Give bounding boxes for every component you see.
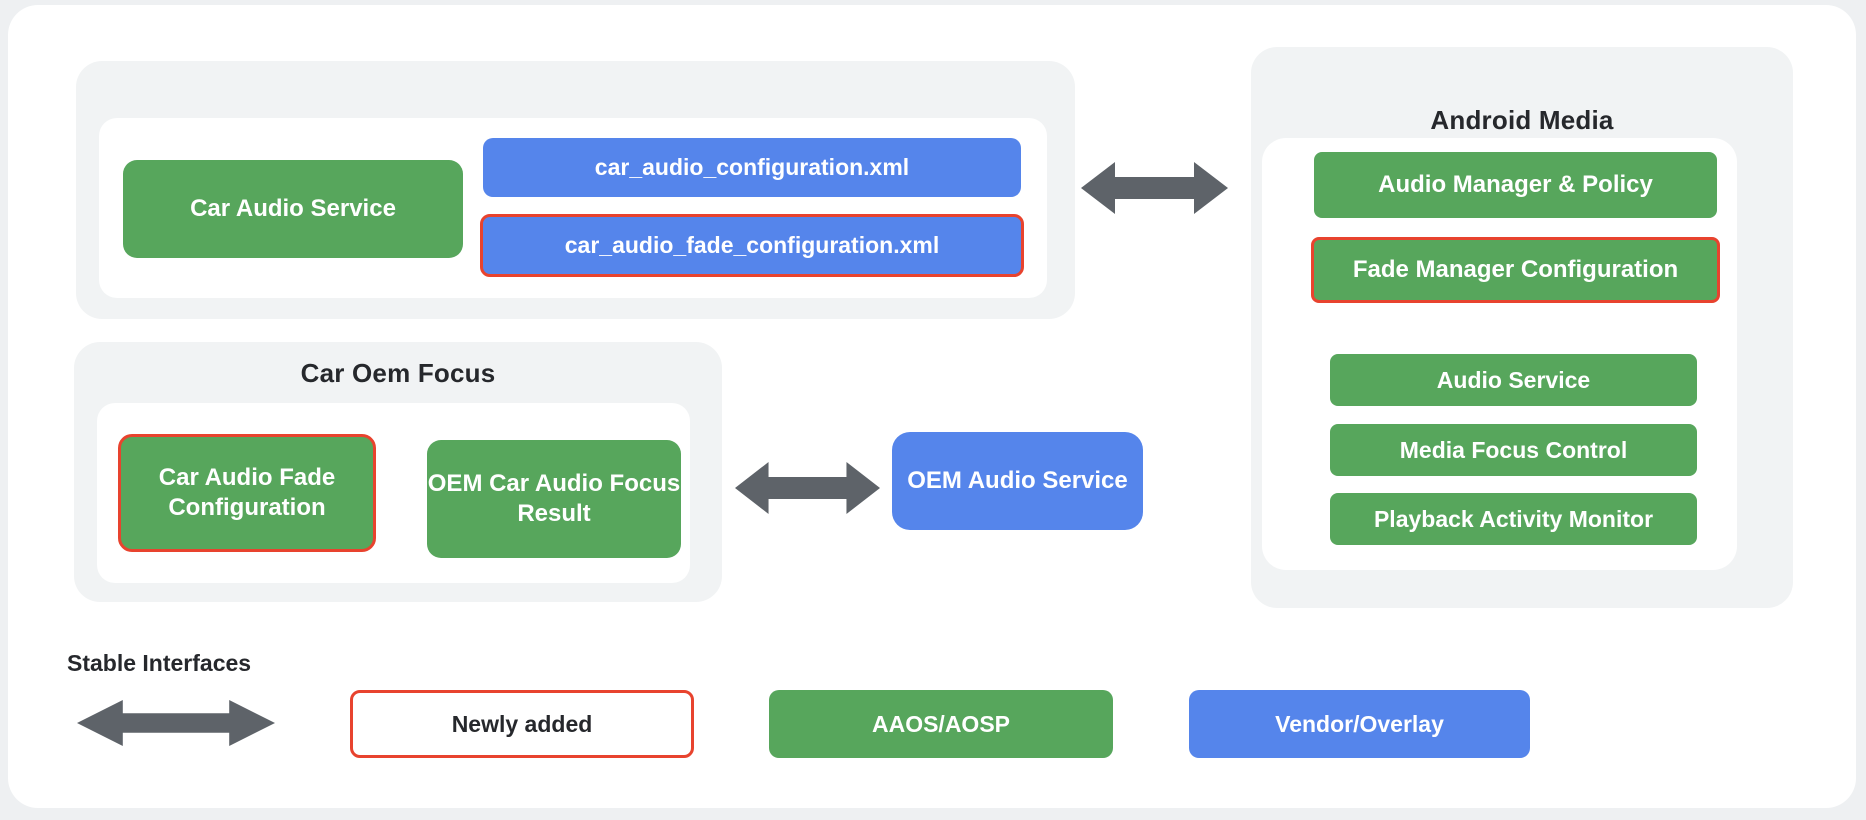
car-oem-focus-section: Car Oem Focus Car Audio Fade Configurati… (74, 342, 722, 602)
car-oem-focus-title: Car Oem Focus (300, 358, 496, 388)
car-service-section: Car Service Car Audio Service car_audio_… (76, 61, 1075, 319)
oem-car-audio-focus-result-box: OEM Car Audio Focus Result (427, 440, 681, 558)
car-oem-focus-oem-audio-service-arrow-icon (735, 462, 880, 514)
android-media-title: Android Media (1430, 105, 1614, 135)
legend-newly-added: Newly added (350, 690, 694, 758)
playback-activity-monitor-box: Playback Activity Monitor (1330, 493, 1697, 545)
car-oem-focus-inner-panel: Car Audio Fade Configuration OEM Car Aud… (97, 403, 690, 583)
media-focus-control-box: Media Focus Control (1330, 424, 1697, 476)
car-audio-configuration-xml-box: car_audio_configuration.xml (483, 138, 1021, 197)
stable-interfaces-arrow-icon (77, 700, 275, 746)
audio-service-box: Audio Service (1330, 354, 1697, 406)
car-service-android-media-arrow-icon (1081, 162, 1228, 214)
stable-interfaces-label: Stable Interfaces (67, 650, 252, 676)
oem-audio-service-box: OEM Audio Service (892, 432, 1143, 530)
car-audio-fade-configuration-xml-box: car_audio_fade_configuration.xml (480, 214, 1024, 277)
legend-aaos-aosp: AAOS/AOSP (769, 690, 1113, 758)
android-media-inner-panel: Audio Manager & Policy Fade Manager Conf… (1262, 138, 1737, 570)
android-media-section: Android Media Audio Manager & Policy Fad… (1251, 47, 1793, 608)
legend-vendor-overlay: Vendor/Overlay (1189, 690, 1530, 758)
car-audio-fade-configuration-box: Car Audio Fade Configuration (118, 434, 376, 552)
audio-manager-policy-box: Audio Manager & Policy (1314, 152, 1717, 218)
fade-manager-configuration-box: Fade Manager Configuration (1311, 237, 1720, 303)
car-audio-service-box: Car Audio Service (123, 160, 463, 258)
car-service-inner-panel: Car Audio Service car_audio_configuratio… (99, 118, 1047, 298)
